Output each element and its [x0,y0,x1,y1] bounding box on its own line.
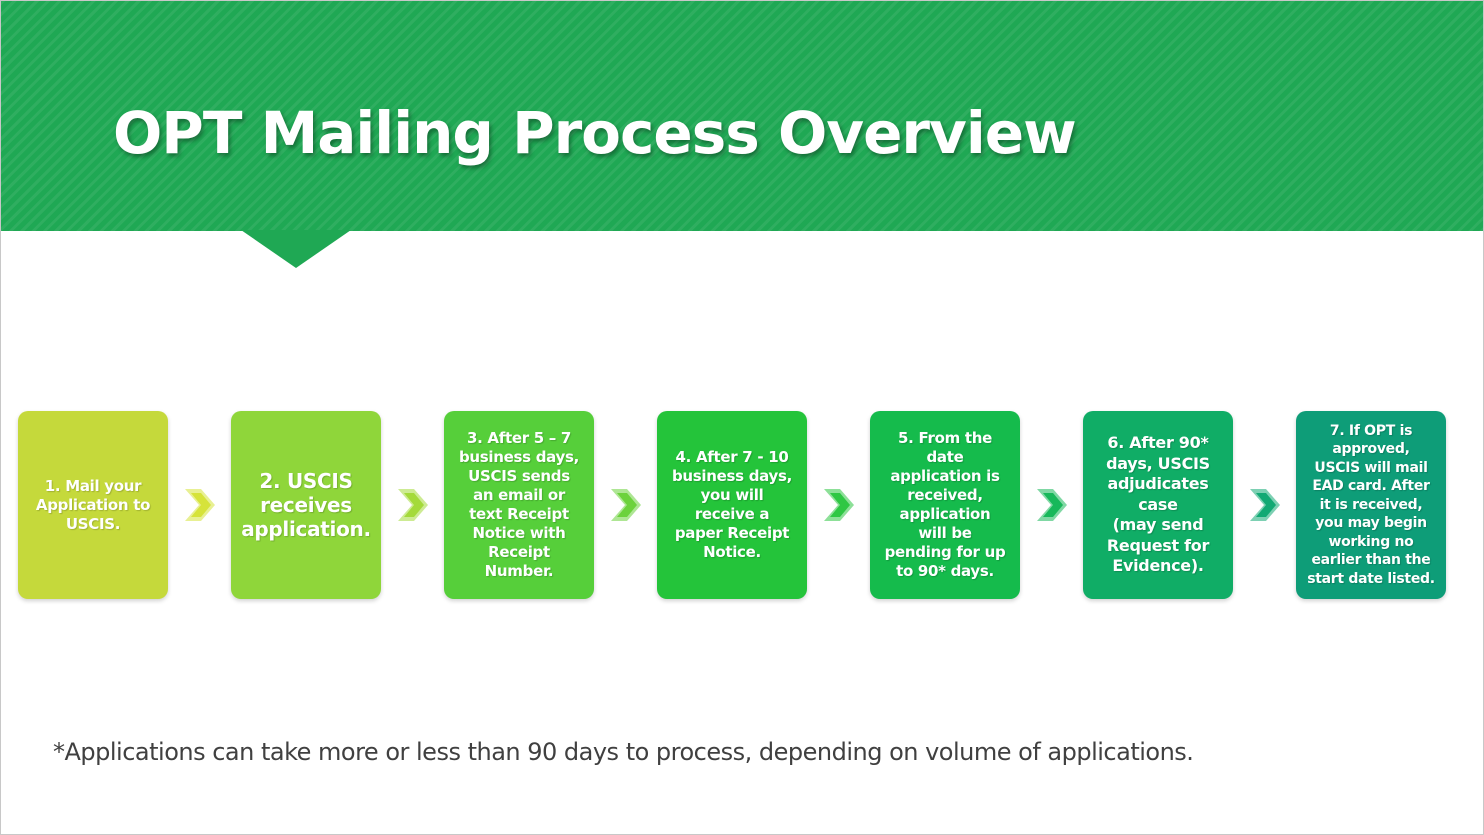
process-step-7: 7. If OPT is approved, USCIS will mail E… [1296,411,1446,599]
process-step-3: 3. After 5 – 7 business days, USCIS send… [444,411,594,599]
header-notch [241,230,351,268]
process-step-1: 1. Mail your Application to USCIS. [18,411,168,599]
process-step-4: 4. After 7 - 10 business days, you will … [657,411,807,599]
chevron-arrow-right-icon [609,487,643,523]
chevron-arrow-right-icon [1248,487,1282,523]
process-step-6: 6. After 90* days, USCIS adjudicates cas… [1083,411,1233,599]
chevron-arrow-right-icon [396,487,430,523]
chevron-arrow-right-icon [183,487,217,523]
header-banner [1,1,1483,231]
page-title: OPT Mailing Process Overview [113,99,1077,167]
process-step-2: 2. USCIS receives application. [231,411,381,599]
chevron-arrow-right-icon [822,487,856,523]
process-step-5: 5. From the date application is received… [870,411,1020,599]
chevron-arrow-right-icon [1035,487,1069,523]
footnote: *Applications can take more or less than… [53,738,1194,766]
